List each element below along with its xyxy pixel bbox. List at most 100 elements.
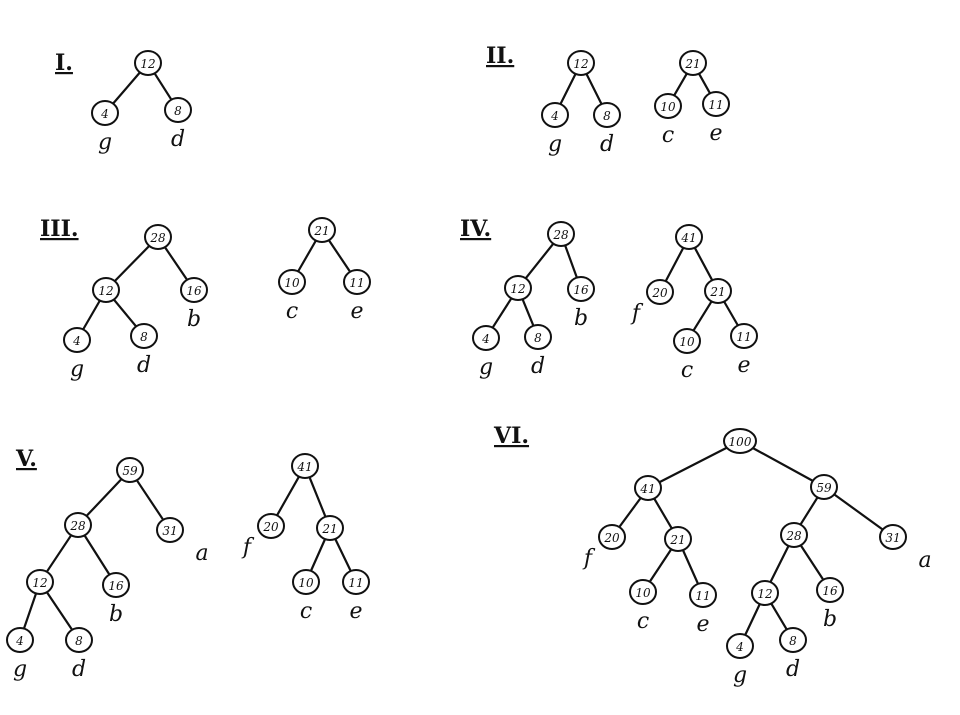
- node-circle: [156, 517, 184, 543]
- stage-label: V.: [15, 446, 37, 472]
- node-weight: 31: [885, 531, 900, 545]
- node-circle: [654, 93, 682, 119]
- tree-edge: [310, 538, 326, 572]
- node-weight: 12: [510, 282, 525, 296]
- node-circle: [567, 276, 595, 302]
- node-weight: 4: [15, 634, 24, 648]
- node-weight: 4: [735, 640, 744, 654]
- node-weight: 10: [635, 586, 651, 600]
- node-weight: 100: [729, 435, 752, 449]
- node-circle: [134, 50, 162, 76]
- stage-label: IV.: [460, 216, 491, 242]
- node-weight: 11: [695, 589, 710, 603]
- node-weight: 12: [140, 57, 155, 71]
- node-circle: [63, 327, 91, 353]
- tree-edge: [664, 247, 685, 282]
- leaf-symbol: e: [349, 599, 362, 624]
- leaf-symbol: f: [630, 301, 644, 326]
- node-circle: [91, 100, 119, 126]
- node-circle: [343, 269, 371, 295]
- tree-edge: [491, 297, 513, 329]
- node-weight: 4: [72, 334, 81, 348]
- leaf-symbol: g: [548, 132, 562, 157]
- node-weight: 59: [816, 481, 832, 495]
- node-circle: [810, 474, 838, 500]
- leaf-symbol: g: [13, 657, 27, 682]
- node-weight: 4: [550, 109, 559, 123]
- leaf-symbol: g: [70, 357, 84, 382]
- tree-edge: [46, 534, 72, 573]
- tree-edge: [833, 493, 884, 531]
- leaf-symbol: c: [637, 609, 649, 634]
- leaf-symbol: a: [195, 541, 208, 566]
- leaf-symbol: d: [72, 657, 86, 682]
- node-weight: 11: [708, 98, 723, 112]
- node-weight: 41: [680, 231, 696, 245]
- node-circle: [679, 50, 707, 76]
- tree-edge: [82, 300, 101, 330]
- node-circle: [26, 569, 54, 595]
- node-weight: 28: [149, 231, 166, 245]
- tree-edge: [585, 73, 603, 105]
- node-weight: 12: [32, 576, 47, 590]
- node-weight: 16: [822, 584, 838, 598]
- tree-edge: [136, 479, 164, 521]
- node-weight: 41: [296, 460, 312, 474]
- node-circle: [723, 428, 757, 454]
- node-circle: [316, 515, 344, 541]
- tree-edge: [276, 476, 300, 516]
- node-weight: 16: [186, 284, 202, 298]
- node-circle: [593, 102, 621, 128]
- leaf-symbol: g: [98, 130, 112, 155]
- node-circle: [702, 91, 730, 117]
- tree-edge: [328, 239, 351, 273]
- node-circle: [65, 627, 93, 653]
- tree-edge: [698, 73, 711, 94]
- node-weight: 20: [603, 531, 620, 545]
- tree-edge: [521, 298, 535, 327]
- tree-edge: [649, 548, 672, 583]
- node-circle: [472, 325, 500, 351]
- node-weight: 8: [534, 331, 542, 345]
- node-weight: 21: [313, 224, 329, 238]
- tree-edge: [653, 498, 673, 529]
- leaf-symbol: d: [137, 353, 151, 378]
- node-weight: 10: [298, 576, 314, 590]
- node-circle: [102, 572, 130, 598]
- tree-edge: [673, 73, 688, 96]
- node-weight: 28: [552, 228, 569, 242]
- leaf-symbol: e: [737, 353, 750, 378]
- leaf-symbol: d: [786, 657, 800, 682]
- tree-edge: [799, 496, 819, 526]
- tree-edge: [658, 445, 730, 484]
- node-circle: [567, 50, 595, 76]
- node-weight: 21: [321, 522, 337, 536]
- tree-edge: [618, 497, 642, 528]
- tree-edge: [723, 301, 739, 326]
- node-weight: 10: [679, 335, 695, 349]
- leaf-symbol: d: [600, 132, 614, 157]
- node-circle: [646, 279, 674, 305]
- node-weight: 41: [639, 482, 655, 496]
- node-circle: [730, 323, 758, 349]
- tree-edge: [559, 73, 577, 105]
- node-circle: [144, 224, 172, 250]
- node-circle: [879, 524, 907, 550]
- tree-edge: [114, 245, 150, 282]
- node-circle: [689, 582, 717, 608]
- node-circle: [704, 278, 732, 304]
- node-weight: 16: [573, 283, 589, 297]
- node-weight: 8: [140, 330, 148, 344]
- tree-edge: [769, 545, 790, 583]
- node-circle: [779, 627, 807, 653]
- node-weight: 21: [709, 285, 725, 299]
- node-circle: [116, 457, 144, 483]
- leaf-symbol: g: [733, 663, 747, 688]
